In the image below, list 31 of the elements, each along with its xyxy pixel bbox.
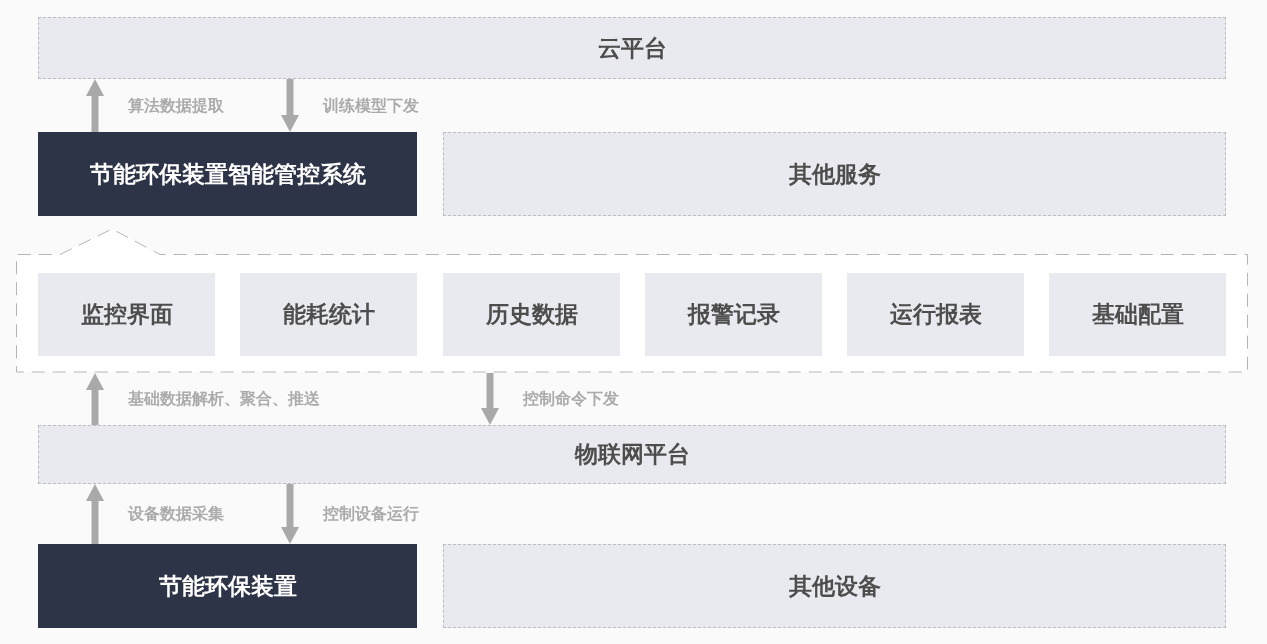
system-title: 节能环保装置 [158, 571, 297, 601]
arrow [281, 484, 299, 544]
system-block [38, 544, 417, 628]
edge-label: 算法数据提取 [128, 97, 224, 114]
edge-label: 控制命令下发 [523, 391, 619, 407]
module-label: 运行报表 [889, 300, 982, 329]
module-label: 基础配置 [1091, 300, 1184, 329]
arrow [86, 484, 104, 544]
edge-label: 训练模型下发 [323, 97, 419, 114]
layer-title: 其他服务 [788, 159, 881, 189]
arrow [86, 373, 104, 425]
arrow [281, 79, 299, 132]
layer-title: 云平台 [597, 33, 667, 63]
arrow [481, 373, 499, 425]
module-label: 监控界面 [80, 300, 173, 329]
platform-layer [443, 544, 1226, 628]
layer-title: 物联网平台 [574, 440, 690, 469]
callout-panel [16, 228, 1248, 373]
platform-layer [443, 132, 1226, 216]
platform-layer [38, 425, 1226, 484]
edge-label: 设备数据采集 [128, 506, 224, 522]
edge-label: 基础数据解析、聚合、推送 [128, 391, 320, 407]
layer-title: 其他设备 [788, 571, 881, 601]
module-label: 能耗统计 [282, 300, 375, 329]
system-title: 节能环保装置智能管控系统 [89, 159, 366, 189]
arrow [86, 79, 104, 132]
platform-layer [38, 17, 1226, 79]
system-block [38, 132, 417, 216]
edge-label: 控制设备运行 [323, 506, 419, 522]
module-label: 历史数据 [485, 300, 578, 329]
module-label: 报警记录 [687, 300, 780, 329]
